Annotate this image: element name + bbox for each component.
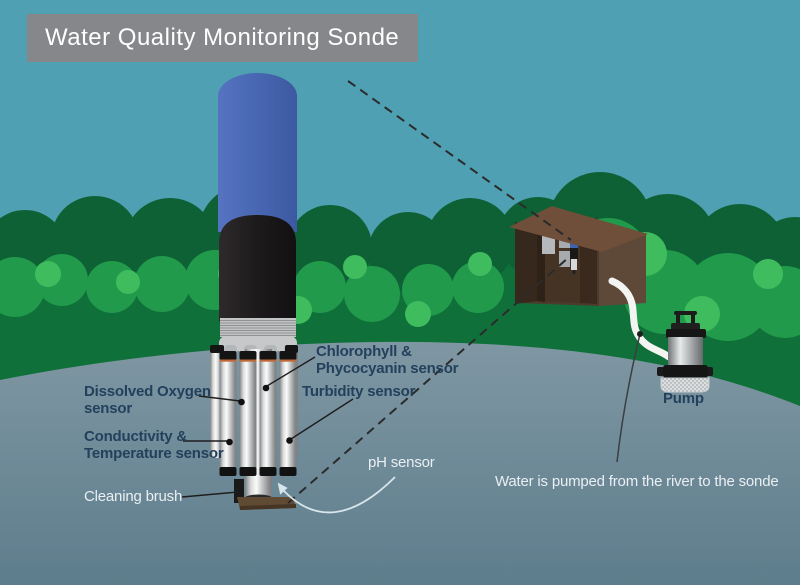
pump-body [668, 337, 703, 368]
pump-cable [616, 333, 641, 463]
leader-cleaning-brush [181, 491, 239, 498]
label-chlorophyll-sensor: Chlorophyll & Phycocyanin sensor [316, 343, 459, 377]
label-leader-lines [181, 356, 354, 498]
pump-strainer [660, 377, 710, 393]
shed-roof [509, 206, 648, 252]
shed-side-wall [599, 233, 646, 306]
label-ph-sensor: pH sensor [368, 454, 435, 471]
sonde-blue-cap [218, 73, 297, 232]
label-turbidity-sensor: Turbidity sensor [302, 383, 416, 400]
leader-chlorophyll [266, 356, 316, 387]
dot-dissolved-oxygen [238, 398, 245, 406]
shed-door-left [515, 222, 537, 304]
ph-arrow [277, 476, 396, 514]
sensor-dots [226, 384, 293, 446]
shed-panel-lower [559, 251, 570, 267]
sonde-illustration [210, 73, 298, 510]
pump-base [663, 365, 708, 378]
caption-text: Water is pumped from the river to the so… [495, 473, 779, 490]
water-hose [608, 277, 673, 361]
title-bar: Water Quality Monitoring Sonde [27, 14, 418, 62]
cleaning-brush-assembly [234, 479, 296, 510]
dot-turbidity [286, 437, 293, 444]
label-cleaning-brush: Cleaning brush [84, 488, 183, 505]
sensor-tubes-front [219, 351, 297, 476]
zoom-line-bottom [287, 257, 569, 504]
zoom-line-top [347, 80, 572, 241]
label-conductivity-sensor: Conductivity & Temperature sensor [84, 428, 224, 462]
leader-turbidity [290, 398, 354, 440]
dot-conductivity [226, 438, 233, 446]
label-dissolved-oxygen-sensor: Dissolved Oxygen sensor [84, 383, 211, 417]
river-water [0, 341, 800, 585]
leader-dissolved-oxygen [198, 395, 241, 402]
sonde-black-body [219, 215, 296, 322]
hose-junction-dot [637, 331, 643, 337]
ph-arrowhead [277, 482, 288, 495]
zoom-dashed-lines [287, 80, 572, 504]
label-pump: Pump [663, 390, 704, 407]
page-title: Water Quality Monitoring Sonde [45, 24, 400, 51]
dot-chlorophyll [262, 384, 270, 392]
pump-illustration [657, 311, 713, 393]
